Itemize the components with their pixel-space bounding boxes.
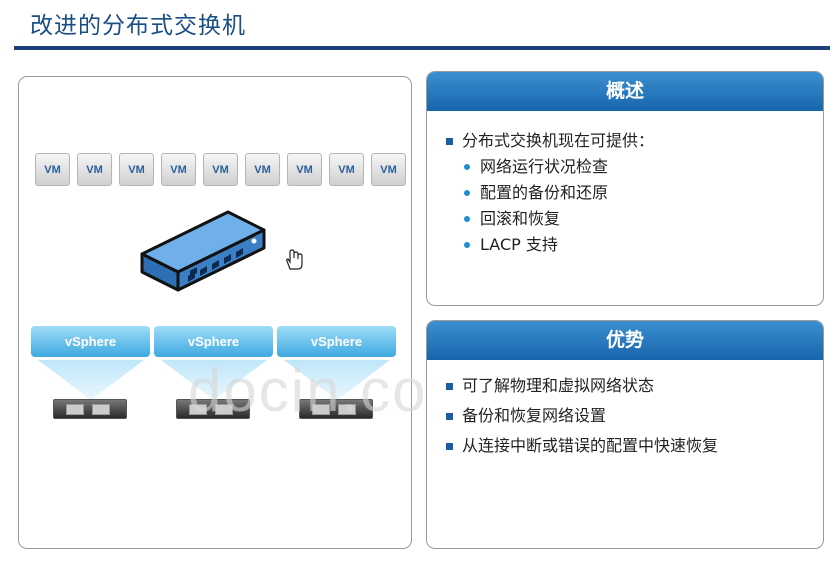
server-icon — [53, 399, 127, 419]
vm-box: VM — [35, 153, 70, 186]
vm-box: VM — [161, 153, 196, 186]
vsphere-host-label: vSphere — [154, 326, 273, 357]
server-icon — [299, 399, 373, 419]
advantages-card: 优势 可了解物理和虚拟网络状态 备份和恢复网络设置 从连接中断或错误的配置中快速… — [426, 320, 824, 549]
diagram-panel — [18, 76, 412, 549]
vm-box: VM — [329, 153, 364, 186]
overview-header: 概述 — [427, 72, 823, 111]
vm-box: VM — [77, 153, 112, 186]
network-switch-icon — [140, 210, 266, 292]
advantages-header: 优势 — [427, 321, 823, 360]
list-item: 回滚和恢复 — [462, 206, 654, 232]
slide-title: 改进的分布式交换机 — [30, 13, 246, 39]
vsphere-host-label: vSphere — [31, 326, 150, 357]
vm-box: VM — [203, 153, 238, 186]
server-icon — [176, 399, 250, 419]
overview-intro: 分布式交换机现在可提供： — [462, 131, 655, 150]
hand-cursor-icon — [286, 249, 303, 270]
advantages-list: 可了解物理和虚拟网络状态 备份和恢复网络设置 从连接中断或错误的配置中快速恢复 — [446, 373, 718, 463]
vsphere-host-label: vSphere — [277, 326, 396, 357]
list-item: 网络运行状况检查 — [462, 154, 654, 180]
host-beam — [38, 360, 144, 400]
vm-row: VM VM VM VM VM VM VM VM VM — [35, 153, 406, 186]
vm-box: VM — [245, 153, 280, 186]
list-item: 可了解物理和虚拟网络状态 — [446, 373, 718, 399]
overview-sublist: 网络运行状况检查 配置的备份和还原 回滚和恢复 LACP 支持 — [462, 154, 654, 258]
vm-box: VM — [287, 153, 322, 186]
vm-box: VM — [371, 153, 406, 186]
list-item: 配置的备份和还原 — [462, 180, 654, 206]
title-divider — [14, 46, 830, 50]
list-item: 备份和恢复网络设置 — [446, 403, 718, 429]
list-item: 从连接中断或错误的配置中快速恢复 — [446, 433, 718, 459]
vm-box: VM — [119, 153, 154, 186]
list-item: 分布式交换机现在可提供： 网络运行状况检查 配置的备份和还原 回滚和恢复 LAC… — [446, 128, 654, 258]
overview-list: 分布式交换机现在可提供： 网络运行状况检查 配置的备份和还原 回滚和恢复 LAC… — [446, 128, 654, 262]
overview-card: 概述 分布式交换机现在可提供： 网络运行状况检查 配置的备份和还原 回滚和恢复 … — [426, 71, 824, 306]
host-beam — [284, 360, 390, 400]
list-item: LACP 支持 — [462, 232, 654, 258]
host-beam — [161, 360, 267, 400]
